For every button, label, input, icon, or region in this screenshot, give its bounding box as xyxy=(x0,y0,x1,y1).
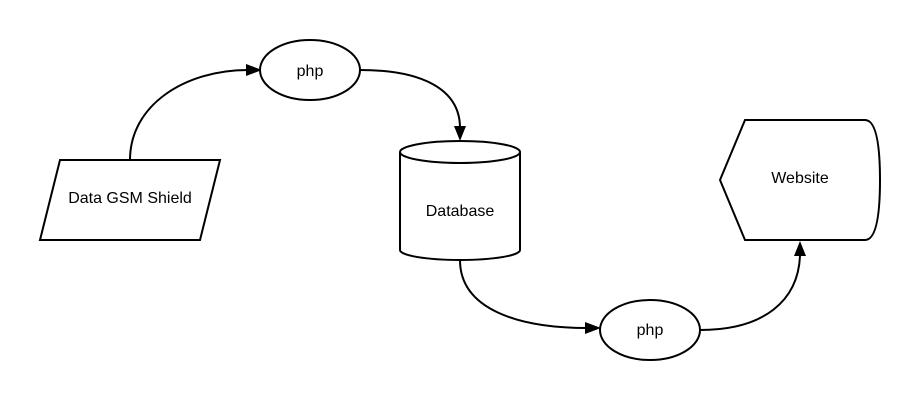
node-label: php xyxy=(637,322,664,339)
node-label: Website xyxy=(771,170,829,187)
edge-php-top-to-database xyxy=(359,69,461,129)
arrowhead-icon xyxy=(794,241,806,256)
edge-database-to-php-bottom xyxy=(459,259,588,329)
connectors xyxy=(129,64,806,334)
node-label: Database xyxy=(426,203,495,220)
node-database[interactable]: Database xyxy=(399,140,521,261)
display-shape xyxy=(718,119,882,241)
node-php-top[interactable]: php xyxy=(259,39,361,101)
arrowhead-icon xyxy=(246,64,262,76)
ellipse-shape xyxy=(599,299,701,361)
ellipse-shape xyxy=(259,39,361,101)
node-label: Data GSM Shield xyxy=(68,190,192,207)
node-website[interactable]: Website xyxy=(718,119,882,241)
parallelogram-shape xyxy=(38,159,222,241)
edge-shield-to-php-top xyxy=(129,69,249,161)
arrowhead-icon xyxy=(585,322,601,334)
node-php-bottom[interactable]: php xyxy=(599,299,701,361)
node-label: php xyxy=(297,63,324,80)
cylinder-top-shape xyxy=(399,140,521,164)
edge-php-bottom-to-website xyxy=(699,255,801,331)
arrowhead-icon xyxy=(454,126,466,141)
node-data-gsm-shield[interactable]: Data GSM Shield xyxy=(38,159,222,241)
cylinder-body-shape xyxy=(399,152,521,261)
